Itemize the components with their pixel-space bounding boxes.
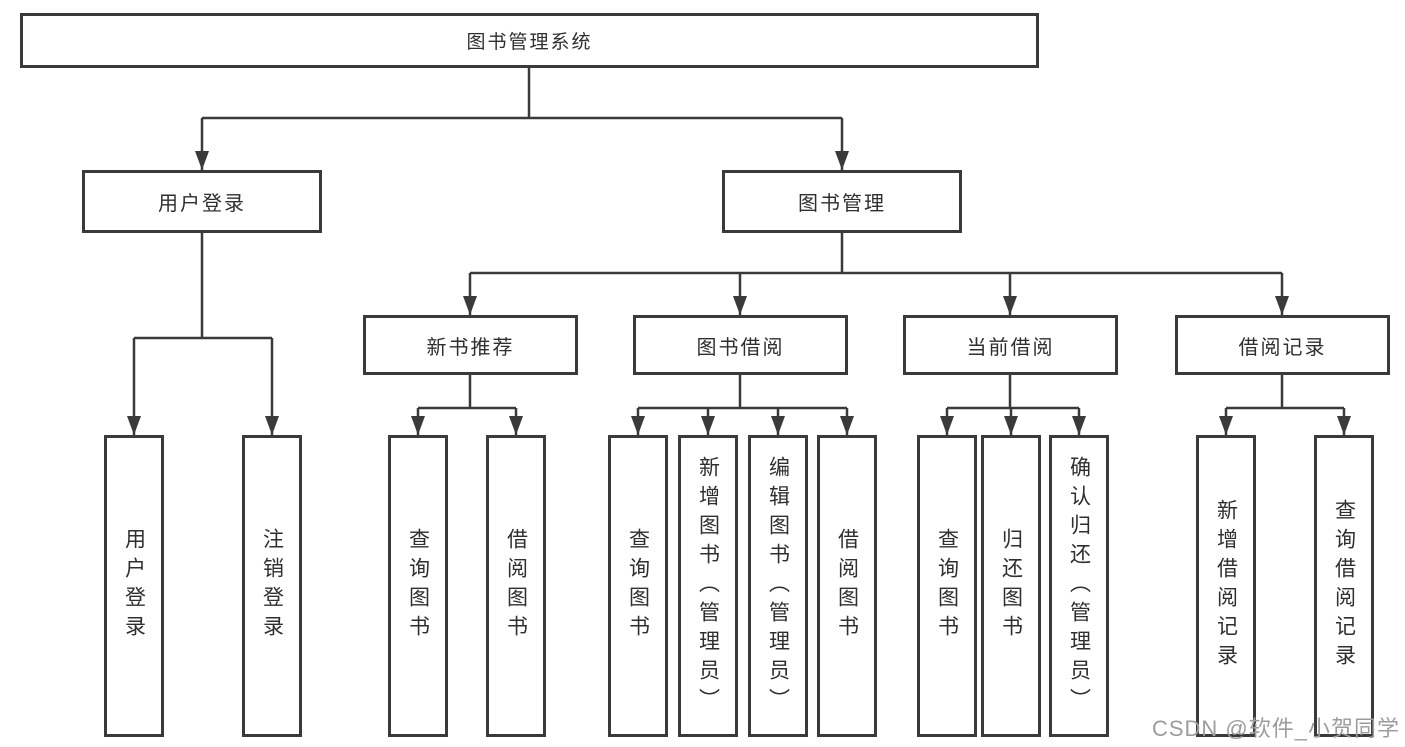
leaf-borrow-books: 借阅图书 [817, 435, 877, 737]
node-user-login-label: 用户登录 [158, 193, 246, 215]
leaf-user-login-label: 用户登录 [122, 528, 146, 644]
node-new-book-recommend: 新书推荐 [363, 315, 578, 375]
node-book-management-label: 图书管理 [798, 193, 886, 215]
leaf-query-books-borrow: 查询图书 [608, 435, 668, 737]
leaf-borrow-books-recommend-label: 借阅图书 [504, 528, 528, 644]
leaf-add-borrow-record-label: 新增借阅记录 [1214, 499, 1238, 673]
node-new-book-recommend-label: 新书推荐 [426, 336, 515, 359]
leaf-return-books: 归还图书 [981, 435, 1041, 737]
node-root: 图书管理系统 [20, 13, 1039, 68]
leaf-query-borrow-record-label: 查询借阅记录 [1332, 499, 1356, 673]
node-borrow-records-label: 借阅记录 [1238, 336, 1327, 359]
leaf-logout: 注销登录 [242, 435, 302, 737]
leaf-add-books-admin: 新增图书（管理员） [678, 435, 738, 737]
node-borrow-records: 借阅记录 [1175, 315, 1390, 375]
node-book-management: 图书管理 [722, 170, 962, 233]
leaf-return-books-label: 归还图书 [999, 528, 1023, 644]
leaf-edit-books-admin: 编辑图书（管理员） [748, 435, 808, 737]
leaf-add-borrow-record: 新增借阅记录 [1196, 435, 1256, 737]
leaf-query-borrow-record: 查询借阅记录 [1314, 435, 1374, 737]
leaf-borrow-books-label: 借阅图书 [835, 528, 859, 644]
node-book-borrow-label: 图书借阅 [696, 336, 785, 359]
node-root-label: 图书管理系统 [466, 32, 593, 53]
leaf-query-books-current-label: 查询图书 [935, 528, 959, 644]
leaf-query-books-current: 查询图书 [917, 435, 977, 737]
leaf-confirm-return-admin-label: 确认归还（管理员） [1067, 455, 1091, 717]
watermark: CSDN @软件_小贺同学 [1151, 716, 1400, 741]
node-current-borrow-label: 当前借阅 [966, 336, 1055, 359]
leaf-add-books-admin-label: 新增图书（管理员） [696, 455, 720, 717]
leaf-borrow-books-recommend: 借阅图书 [486, 435, 546, 737]
leaf-query-books-recommend: 查询图书 [388, 435, 448, 737]
leaf-query-books-recommend-label: 查询图书 [406, 528, 430, 644]
node-current-borrow: 当前借阅 [903, 315, 1118, 375]
leaf-query-books-borrow-label: 查询图书 [626, 528, 650, 644]
node-user-login: 用户登录 [82, 170, 322, 233]
leaf-user-login: 用户登录 [104, 435, 164, 737]
leaf-edit-books-admin-label: 编辑图书（管理员） [766, 455, 790, 717]
node-book-borrow: 图书借阅 [633, 315, 848, 375]
leaf-confirm-return-admin: 确认归还（管理员） [1049, 435, 1109, 737]
leaf-logout-label: 注销登录 [260, 528, 284, 644]
